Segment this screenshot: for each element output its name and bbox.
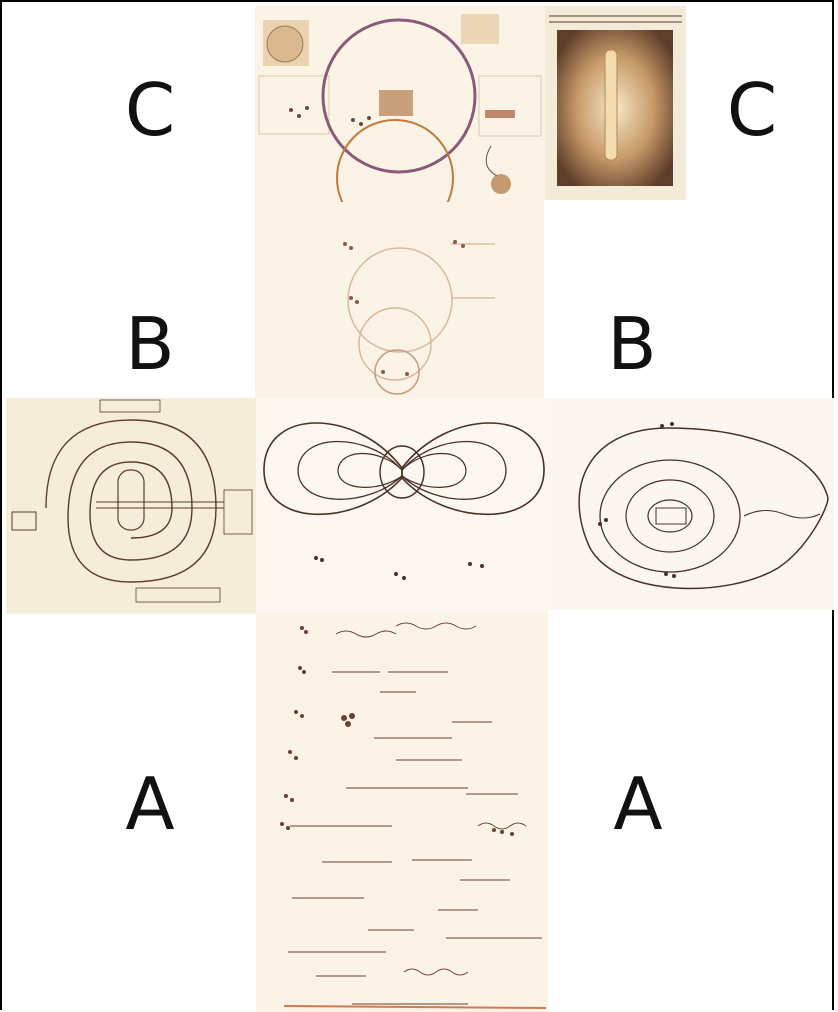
spiral-drawing: [6, 398, 256, 614]
score-panel-butterfly: [256, 398, 548, 612]
score-panel-b-spiral: [6, 398, 256, 614]
section-label-a-left: A: [90, 768, 210, 840]
section-label-c-left: C: [90, 74, 210, 146]
score-drawing-c: [255, 6, 545, 202]
glowing-rod-photo: [545, 6, 686, 200]
notation-sheet-drawing: [256, 612, 548, 1012]
butterfly-drawing: [256, 398, 548, 612]
score-panel-b-egg: [548, 398, 834, 610]
score-panel-c-circles: [255, 6, 545, 202]
section-label-c-right: C: [692, 74, 812, 146]
photo-panel-c: [545, 6, 686, 200]
section-label-b-right: B: [572, 308, 692, 380]
score-drawing-b: [255, 202, 544, 398]
score-panel-a: [256, 612, 548, 1012]
section-label-b-left: B: [90, 308, 210, 380]
section-label-a-right: A: [578, 768, 698, 840]
score-panel-b-column: [255, 202, 544, 398]
egg-drawing: [548, 398, 834, 610]
